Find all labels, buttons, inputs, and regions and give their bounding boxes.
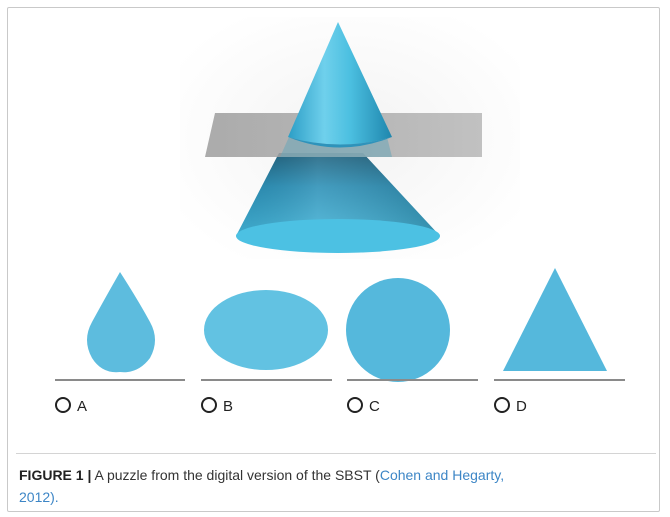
option-c-circle-shape [346,278,450,382]
figure-caption: FIGURE 1 | A puzzle from the digital ver… [19,464,649,508]
option-b-letter: B [223,398,235,415]
citation-year: 2012). [19,489,59,505]
option-d-triangle-shape [503,268,607,371]
option-a-teardrop-shape [87,272,155,373]
option-a-radio[interactable] [55,397,71,413]
option-d-letter: D [516,398,528,415]
option-d[interactable]: D [494,397,528,415]
option-a-line [55,379,185,381]
option-b-ellipse-shape [204,290,328,370]
option-c-letter: C [369,398,381,415]
option-d-line [494,379,625,381]
option-c-radio[interactable] [347,397,363,413]
option-d-radio[interactable] [494,397,510,413]
caption-text: A puzzle from the digital version of the… [91,467,380,483]
option-c[interactable]: C [347,397,381,415]
figure-label: FIGURE 1 | [19,467,92,483]
cone-base [236,219,440,253]
cone-section-rim [288,137,392,148]
option-a[interactable]: A [55,397,88,415]
option-a-letter: A [77,398,89,415]
option-b-radio[interactable] [201,397,217,413]
citation-link[interactable]: Cohen and Hegarty, [379,467,505,483]
option-c-line [347,379,478,381]
caption-divider [16,453,656,454]
option-b[interactable]: B [201,397,234,415]
cone-top [288,22,392,145]
option-b-line [201,379,332,381]
